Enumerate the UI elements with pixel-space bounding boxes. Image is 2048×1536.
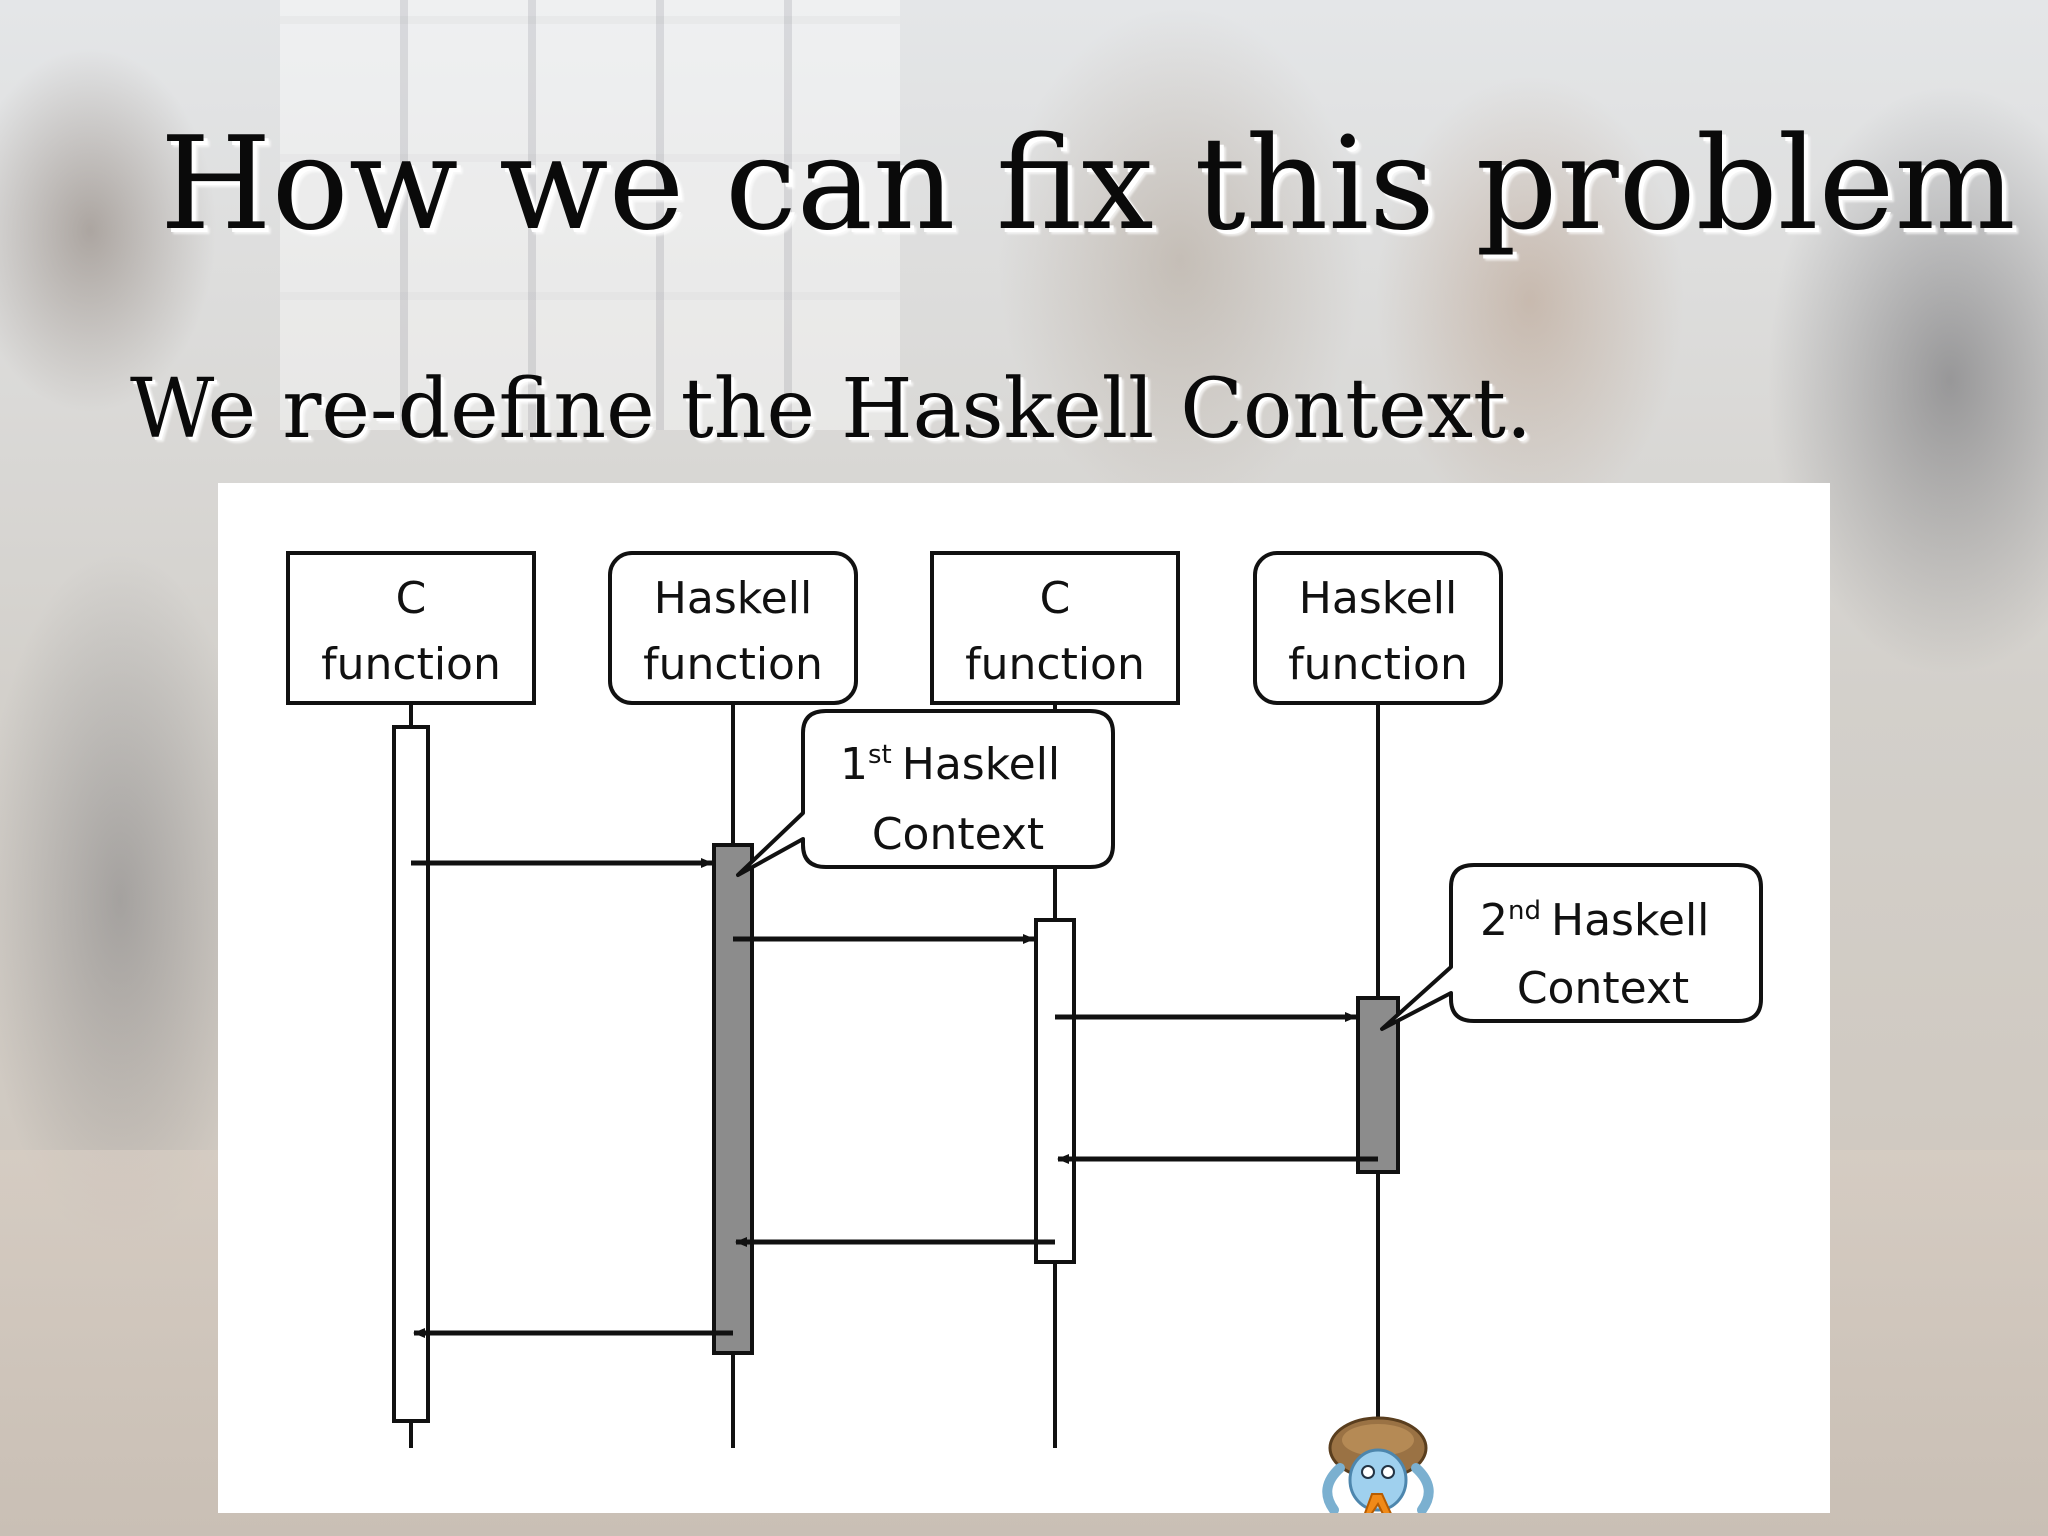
lifeline-1-header: C function — [286, 551, 536, 705]
background-window — [280, 0, 900, 430]
lifeline-3-header: C function — [930, 551, 1180, 705]
callout-1-suffix: st — [868, 740, 892, 770]
lifeline-3-line1: C — [1040, 573, 1071, 624]
callout-2-suffix: nd — [1508, 896, 1541, 926]
callout-1: 1st Haskell Context — [736, 709, 1115, 877]
slide-title: How we can fix this problem — [160, 110, 2016, 259]
callout-1-word: Haskell — [902, 739, 1060, 790]
sequence-diagram-svg: C function Haskell function C function H… — [286, 551, 1763, 1513]
callout-2: 2nd Haskell Context — [1380, 863, 1763, 1031]
lifeline-1-line1: C — [396, 573, 427, 624]
callout-2-line2: Context — [1517, 963, 1689, 1014]
lifeline-2-line1: Haskell — [654, 573, 812, 624]
callout-1-ordinal: 1 — [840, 739, 868, 790]
activation-haskell2 — [1356, 996, 1400, 1174]
lifeline-1-line2: function — [321, 639, 501, 690]
slide-subtitle: We re-define the Haskell Context. — [130, 362, 1532, 457]
callout-2-title: 2nd Haskell — [1480, 895, 1709, 946]
activation-c2 — [1034, 918, 1076, 1264]
lifeline-4-line2: function — [1288, 639, 1468, 690]
lifeline-2-line2: function — [643, 639, 823, 690]
callout-2-ordinal: 2 — [1480, 895, 1508, 946]
callout-1-line2: Context — [872, 809, 1044, 860]
callout-2-word: Haskell — [1551, 895, 1709, 946]
lifeline-4-line1: Haskell — [1299, 573, 1457, 624]
lifeline-2-header: Haskell function — [608, 551, 858, 705]
activation-haskell1 — [712, 843, 754, 1355]
lifeline-3-line2: function — [965, 639, 1145, 690]
lifeline-4-header: Haskell function — [1253, 551, 1503, 705]
haskell-crab-logo-icon — [1322, 1416, 1434, 1513]
sequence-diagram: C function Haskell function C function H… — [218, 483, 1830, 1513]
activation-c1 — [392, 725, 430, 1423]
callout-1-title: 1st Haskell — [840, 739, 1060, 790]
